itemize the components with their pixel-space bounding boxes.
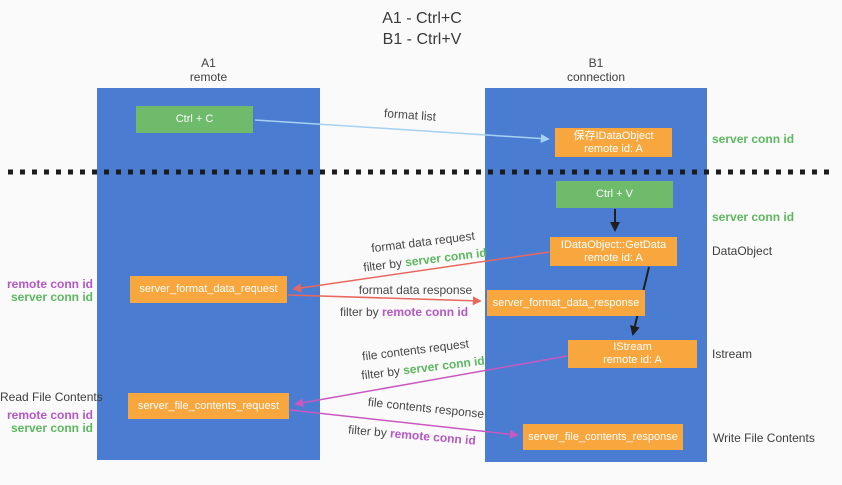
lane-header-a1: A1 remote [97,56,320,84]
ctrl-c-label: Ctrl + C [175,113,214,125]
ctrl-v-label: Ctrl + V [596,188,633,200]
istream-line2: remote id: A [603,354,662,366]
filter-by-text-1: filter by [362,255,406,275]
idataobject-getdata-line2: remote id: A [584,251,643,264]
lane-a1-subtitle: remote [189,70,228,84]
lane-header-b1: B1 connection [485,56,707,84]
title-line-2: B1 - Ctrl+V [382,31,462,48]
save-idataobject-line1: 保存IDataObject [573,129,654,142]
remote-conn-id-annotation-1: remote conn id [6,277,93,291]
server-format-data-request-node: server_format_data_request [130,276,287,303]
server-conn-id-annotation-left-2: server conn id [10,421,93,435]
server-file-contents-response-label: server_file_contents_response [528,430,678,443]
title-line-1: A1 - Ctrl+C [382,10,462,27]
file-contents-response-label: file contents response [367,394,485,422]
read-file-contents-block: Read File Contents remote conn id server… [0,390,103,435]
read-file-contents-annotation: Read File Contents [0,390,103,404]
istream-annotation: Istream [712,347,753,361]
filter-by-text-3: filter by [360,363,404,383]
filter-remote-conn-id-1: remote conn id [382,305,469,319]
server-format-data-response-label: server_format_data_response [492,296,640,309]
format-list-label: format list [383,106,437,124]
lane-a1-name: A1 [201,56,216,70]
server-file-contents-request-label: server_file_contents_request [137,399,280,412]
lane-b1-name: B1 [588,56,604,70]
dataobject-annotation: DataObject [712,244,773,258]
lane-b1-subtitle: connection [566,70,626,84]
server-conn-id-annotation-top: server conn id [712,132,795,146]
istream-node: IStream remote id: A [568,340,697,368]
server-file-contents-request-node: server_file_contents_request [128,393,289,419]
istream-line1: IStream [613,341,652,353]
idataobject-getdata-node: IDataObject::GetData remote id: A [550,237,677,266]
filter-remote-conn-id-2: remote conn id [389,426,477,448]
server-format-data-response-node: server_format_data_response [487,290,645,316]
server-conn-id-annotation-left-1: server conn id [10,290,93,304]
format-data-response-label: format data response [358,283,473,297]
ctrl-v-node: Ctrl + V [556,181,673,208]
idataobject-getdata-line1: IDataObject::GetData [560,238,667,251]
filter-by-text-4: filter by [347,422,391,441]
remote-conn-id-annotation-2: remote conn id [6,408,93,422]
server-format-data-request-label: server_format_data_request [139,283,278,295]
save-idataobject-line2: remote id: A [584,142,643,155]
server-file-contents-response-node: server_file_contents_response [523,424,683,450]
server-conn-id-annotation-mid: server conn id [712,210,795,224]
filter-by-remote-conn-id-label-1: filter by remote conn id [340,305,468,319]
diagram-title: A1 - Ctrl+C B1 - Ctrl+V [352,8,492,50]
filter-by-remote-conn-id-label-2: filter by remote conn id [347,422,477,448]
conn-id-pair-1: remote conn id server conn id [0,278,93,304]
filter-by-text-2: filter by [340,305,383,319]
save-idataobject-node: 保存IDataObject remote id: A [555,128,672,157]
write-file-contents-annotation: Write File Contents [713,431,815,445]
ctrl-c-node: Ctrl + C [136,106,253,133]
